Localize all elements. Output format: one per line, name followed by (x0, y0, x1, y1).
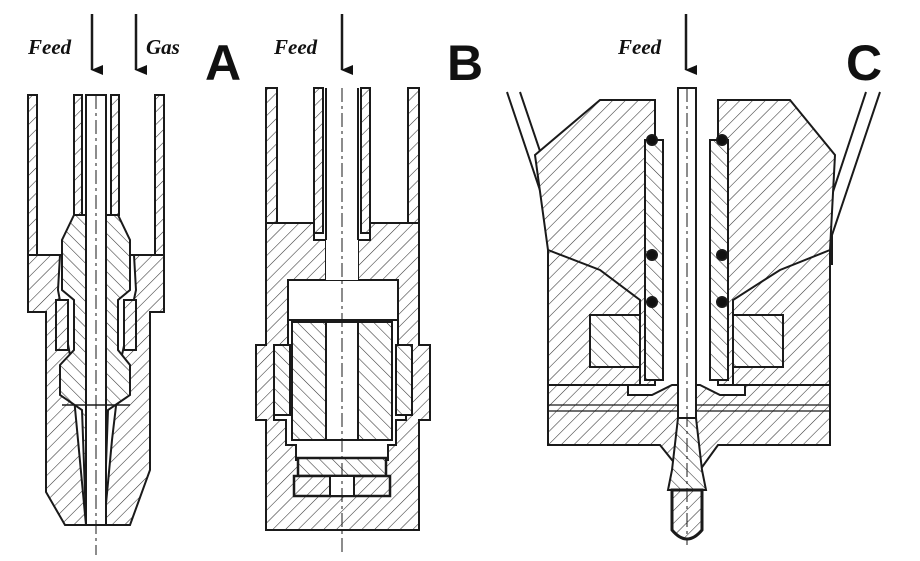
inner-tube-left-wall (73, 94, 83, 216)
panel-a-feed-label: Feed (27, 35, 72, 59)
panel-c: Feed C (506, 14, 882, 545)
outer-tube-left-wall (27, 94, 38, 256)
b-inner-left-wall (313, 87, 324, 234)
c-seal-left (589, 314, 641, 368)
b-clip-right (395, 344, 413, 416)
panel-c-letter: C (846, 35, 882, 91)
c-oring-5 (646, 296, 658, 308)
c-oring-4 (716, 249, 728, 261)
c-oring-1 (646, 134, 658, 146)
panel-b-feed-label: Feed (273, 35, 318, 59)
c-oring-3 (646, 249, 658, 261)
c-seal-right (732, 314, 784, 368)
inner-tube-right-wall (110, 94, 120, 216)
b-outer-left-wall (265, 87, 278, 224)
thread-left (55, 299, 69, 351)
c-oring-6 (716, 296, 728, 308)
c-oring-2 (716, 134, 728, 146)
panel-c-feed-label: Feed (617, 35, 662, 59)
c-shell-right-outer (831, 91, 881, 265)
b-outer-right-wall (407, 87, 420, 224)
panel-a: Feed Gas A (27, 14, 241, 555)
panel-a-letter: A (205, 35, 241, 91)
b-chamber (287, 279, 399, 321)
panel-a-gas-label: Gas (146, 35, 180, 59)
panel-b-letter: B (447, 35, 483, 91)
c-needle-body (666, 417, 708, 491)
outer-tube-right-wall (154, 94, 165, 256)
b-clip-left (273, 344, 291, 416)
thread-right (123, 299, 137, 351)
panel-b: Feed B (255, 14, 483, 555)
feed-channel-a (85, 94, 107, 526)
b-inner-right-wall (360, 87, 371, 234)
